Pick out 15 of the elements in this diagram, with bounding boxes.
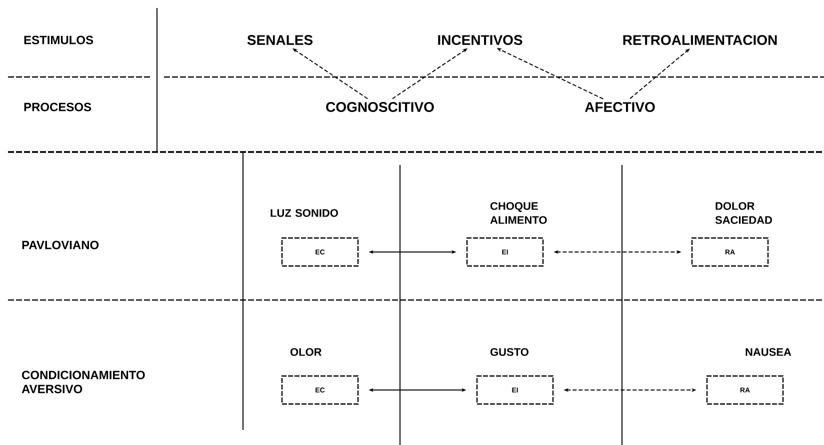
- term-label: COGNOSCITIVO: [324, 100, 436, 114]
- row-heading: CONDICIONAMIENTO AVERSIVO: [22, 370, 145, 394]
- term-label: SENALES: [244, 33, 316, 47]
- term-label: AFECTIVO: [582, 100, 658, 114]
- stimulus-caption: LUZ SONIDO: [270, 209, 338, 217]
- stimulus-caption: DOLOR SACIEDAD: [715, 202, 772, 224]
- stimulus-caption: GUSTO: [490, 348, 528, 356]
- term-label: RETROALIMENTACION: [620, 33, 780, 47]
- term-label: INCENTIVOS: [435, 33, 525, 47]
- row-heading: PAVLOVIANO: [22, 240, 99, 250]
- row-heading: ESTIMULOS: [24, 36, 94, 44]
- row-heading: PROCESOS: [24, 102, 92, 112]
- stimulus-caption: NAUSEA: [746, 348, 792, 356]
- stimulus-caption: CHOQUE ALIMENTO: [490, 202, 547, 224]
- stimulus-caption: OLOR: [290, 348, 322, 356]
